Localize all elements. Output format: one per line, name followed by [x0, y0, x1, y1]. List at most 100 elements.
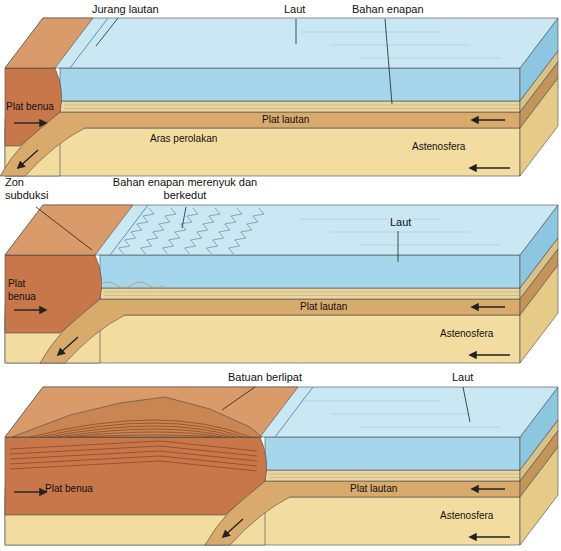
- part-label: Plat benua: [8, 277, 44, 303]
- crumpled-sediment: [100, 282, 164, 288]
- oceanic-plate: [0, 112, 520, 176]
- sediment-layer: [100, 288, 520, 299]
- side-face: [520, 265, 558, 363]
- crumpled-sediment: [207, 208, 242, 254]
- side-face: [520, 78, 558, 176]
- leader-line: [463, 387, 470, 422]
- wave-line: [360, 58, 500, 59]
- motion-arrow: [470, 354, 510, 355]
- oceanic-plate: [40, 299, 520, 363]
- sediment-line: [64, 108, 520, 109]
- part-label: Bahan enapan: [352, 3, 424, 16]
- fold-line: [75, 435, 215, 437]
- motion-arrow: [472, 488, 505, 489]
- fold-line: [30, 420, 250, 437]
- sediment-line: [104, 292, 520, 293]
- crumpled-sediment: [141, 208, 176, 254]
- motion-arrow: [470, 167, 510, 168]
- part-label: Plat benua: [45, 482, 93, 495]
- sediment-line: [64, 105, 520, 106]
- sea-surface: [5, 205, 558, 255]
- crumpled-sediment: [119, 208, 154, 254]
- fold-line: [10, 441, 257, 451]
- part-label: Zon subduksi: [5, 176, 67, 202]
- part-label: Laut: [284, 3, 305, 16]
- leader-line: [296, 19, 297, 44]
- part-label: Laut: [452, 371, 473, 384]
- sediment-line: [269, 477, 520, 478]
- sediment-line: [269, 474, 520, 475]
- crumpled-sediment: [229, 208, 264, 254]
- fold-line: [66, 432, 222, 437]
- side-face: [520, 447, 558, 545]
- sediment-layer: [60, 101, 520, 112]
- sea-surface: [5, 387, 558, 437]
- motion-arrow: [58, 337, 78, 355]
- motion-arrow: [223, 519, 243, 537]
- wave-line: [300, 401, 440, 402]
- fold-line: [10, 456, 257, 466]
- block-panel: [0, 18, 558, 176]
- part-label: Astenosfera: [440, 509, 493, 522]
- fold-line: [10, 451, 257, 461]
- sea-water: [60, 68, 520, 101]
- wave-line: [300, 219, 440, 220]
- asthenosphere: [5, 128, 520, 176]
- leader-line: [96, 18, 118, 46]
- part-label: Plat lautan: [300, 300, 347, 313]
- part-label: Astenosfera: [412, 140, 465, 153]
- leader-line: [398, 231, 399, 262]
- folded-mountain: [12, 397, 262, 437]
- sea-surface: [5, 18, 558, 68]
- continental-plate: [5, 255, 102, 333]
- trench-line: [275, 387, 313, 437]
- part-label: Plat lautan: [350, 482, 397, 495]
- fold-line: [10, 461, 257, 471]
- motion-arrow: [18, 150, 38, 168]
- part-label: Astenosfera: [440, 327, 493, 340]
- block-panel: [5, 387, 558, 545]
- wave-line: [360, 245, 500, 246]
- motion-arrow: [470, 536, 510, 537]
- part-label: Laut: [388, 216, 413, 229]
- part-label: Batuan berlipat: [228, 371, 302, 384]
- motion-arrow: [472, 119, 505, 120]
- part-label: Plat lautan: [262, 113, 309, 126]
- wave-line: [360, 427, 500, 428]
- leader-line: [36, 207, 92, 250]
- trench-line: [70, 18, 108, 68]
- motion-arrow: [14, 309, 46, 310]
- fold-line: [10, 446, 257, 456]
- continental-plate: [5, 68, 62, 146]
- part-label: Bahan enapan merenyuk dan berkedut: [112, 176, 258, 202]
- sea-water: [265, 437, 520, 470]
- sea-water: [100, 255, 520, 288]
- land-surface: [5, 205, 133, 255]
- motion-arrow: [14, 122, 46, 123]
- part-label: Aras perolakan: [150, 132, 217, 145]
- motion-arrow: [14, 491, 46, 492]
- crumpled-sediment: [185, 208, 220, 254]
- leader-line: [182, 207, 186, 228]
- wave-line: [330, 45, 470, 46]
- block-panel: [5, 205, 558, 363]
- leader-line: [385, 19, 392, 104]
- land-surface: [5, 387, 298, 437]
- leader-line: [222, 387, 255, 410]
- sediment-line: [104, 295, 520, 296]
- fold-line: [57, 429, 229, 437]
- sediment-layer: [265, 470, 520, 481]
- continental-plate: [5, 437, 267, 515]
- part-label: Jurang lautan: [92, 3, 159, 16]
- wave-line: [300, 32, 440, 33]
- wave-line: [330, 232, 470, 233]
- motion-arrow: [472, 306, 505, 307]
- part-label: Plat benua: [6, 100, 54, 113]
- wave-line: [330, 414, 470, 415]
- land-surface: [5, 18, 93, 68]
- crumpled-sediment: [163, 208, 198, 254]
- fold-line: [39, 423, 243, 437]
